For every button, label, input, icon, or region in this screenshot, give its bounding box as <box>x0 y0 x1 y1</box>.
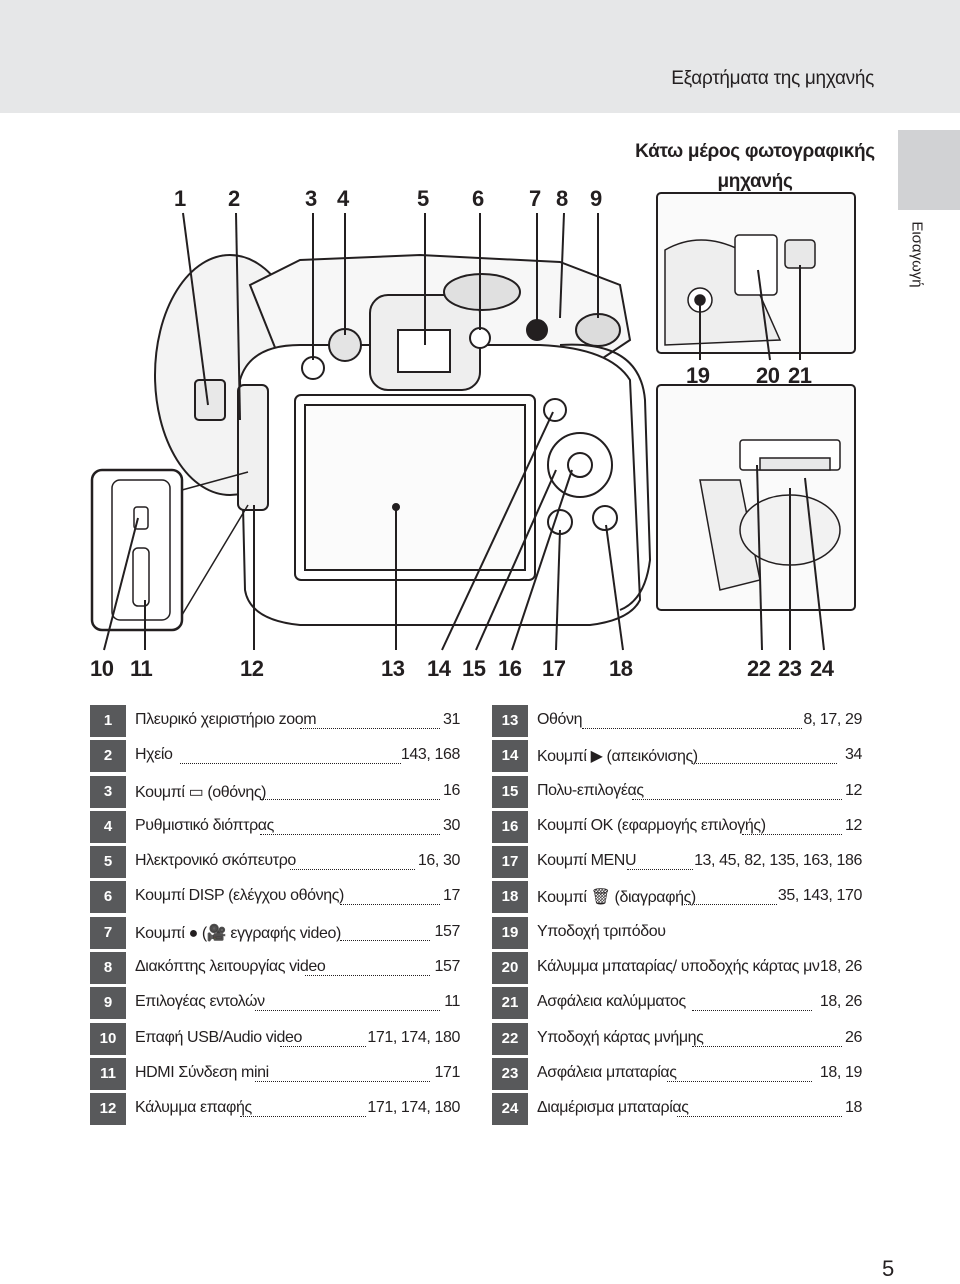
callout-7: 7 <box>529 186 541 211</box>
callout-16: 16 <box>498 656 522 681</box>
card-view-inset <box>656 384 856 611</box>
callout-10: 10 <box>90 656 114 681</box>
callout-24: 24 <box>810 656 834 681</box>
bottom-view-title: Κάτω μέρος φωτογραφικής μηχανής <box>610 137 900 197</box>
leader-lines <box>103 212 825 651</box>
callout-2: 2 <box>228 186 240 211</box>
callout-20: 20 <box>756 363 780 388</box>
callout-9: 9 <box>590 186 602 211</box>
connector-inset <box>90 468 249 632</box>
callout-17: 17 <box>542 656 566 681</box>
bottom-view-title-line2: μηχανής <box>717 171 793 192</box>
callout-3: 3 <box>305 186 317 211</box>
camera-body <box>154 253 652 626</box>
callout-19: 19 <box>686 363 710 388</box>
callout-13: 13 <box>381 656 405 681</box>
callout-1: 1 <box>174 186 186 211</box>
callout-12: 12 <box>240 656 264 681</box>
callout-23: 23 <box>778 656 802 681</box>
callout-5: 5 <box>417 186 429 211</box>
callout-18: 18 <box>609 656 633 681</box>
page-number: 5 <box>882 1256 895 1281</box>
callout-11: 11 <box>130 656 153 681</box>
callout-22: 22 <box>747 656 771 681</box>
callout-14: 14 <box>427 656 451 681</box>
bottom-view-title-line1: Κάτω μέρος φωτογραφικής <box>635 141 875 162</box>
bottom-view-inset <box>656 192 856 354</box>
callout-21: 21 <box>788 363 812 388</box>
callout-15: 15 <box>462 656 486 681</box>
callout-4: 4 <box>337 186 349 211</box>
header-band <box>0 0 960 113</box>
running-title: Εξαρτήματα της μηχανής <box>671 68 874 89</box>
camera-back-diagram <box>90 192 856 651</box>
callout-8: 8 <box>556 186 568 211</box>
chapter-tab[interactable] <box>898 130 960 210</box>
callout-6: 6 <box>472 186 484 211</box>
